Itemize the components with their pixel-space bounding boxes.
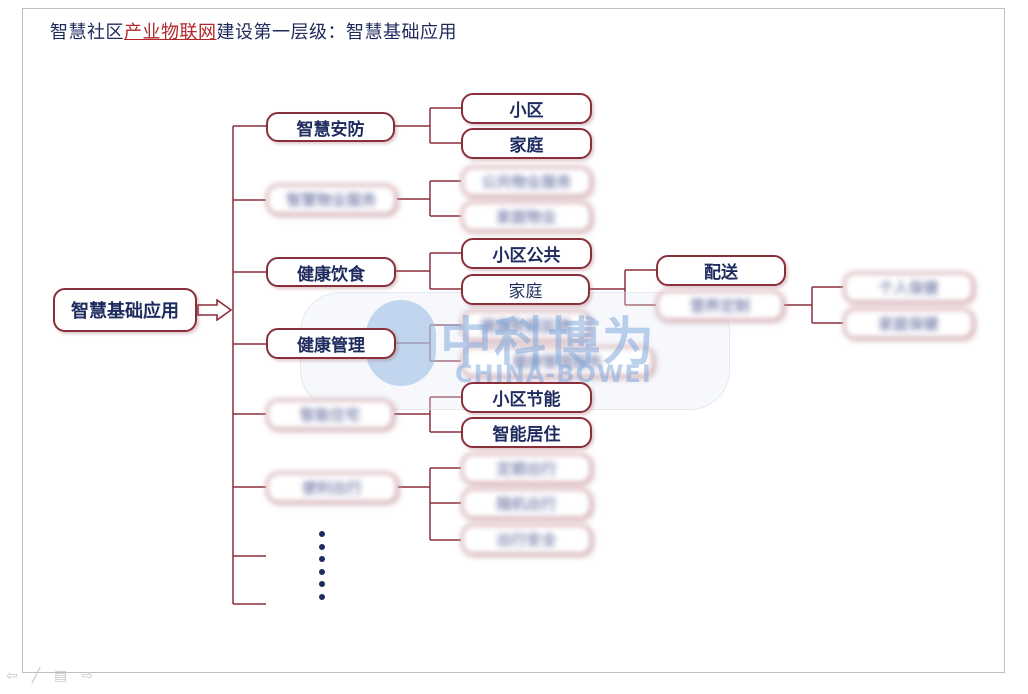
node-label: 家庭 bbox=[509, 136, 544, 156]
level4-node: 家庭保健 bbox=[843, 308, 974, 339]
level1-node: 智慧安防 bbox=[266, 112, 395, 142]
node-label: 健康管理服务 bbox=[512, 353, 603, 371]
node-label: 个人保健 bbox=[878, 279, 939, 297]
node-label: 健康饮食 bbox=[297, 264, 365, 285]
node-label: 小区节能 bbox=[492, 390, 561, 410]
node-label: 智慧物业服务 bbox=[286, 191, 377, 209]
level2-node: 家庭 bbox=[461, 128, 592, 159]
node-label: 智能住宅 bbox=[299, 406, 360, 424]
level2-node: 小区公共 bbox=[461, 238, 592, 269]
vertical-ellipsis-icon bbox=[319, 531, 327, 606]
hollow-right-arrow-icon bbox=[197, 299, 233, 321]
node-label: 家庭物业 bbox=[496, 208, 557, 226]
slide-frame bbox=[22, 8, 1005, 673]
node-label: 家庭保健 bbox=[878, 315, 939, 333]
title-part2: 建设第一层级：智慧基础应用 bbox=[216, 22, 457, 43]
root-node: 智慧基础应用 bbox=[53, 288, 197, 332]
node-label: 小区公共 bbox=[492, 246, 561, 266]
level2-node: 定期出行 bbox=[461, 453, 592, 484]
node-label: 营养定制 bbox=[689, 297, 750, 315]
watermark-en: CHINA-BOWEI bbox=[455, 360, 652, 388]
node-label: 智能居住 bbox=[492, 425, 561, 445]
root-node-label: 智慧基础应用 bbox=[71, 301, 179, 322]
level1-node: 智慧物业服务 bbox=[266, 184, 397, 215]
node-label: 智慧安防 bbox=[296, 119, 365, 140]
title-part1: 智慧社区 bbox=[50, 22, 124, 43]
level2-node: 随机出行 bbox=[461, 488, 592, 519]
title-highlight-link[interactable]: 产业物联网 bbox=[124, 22, 217, 43]
node-label: 定期出行 bbox=[496, 460, 557, 478]
level2-node: 小区节能 bbox=[461, 382, 592, 413]
next-slide-icon[interactable]: ⇨ bbox=[81, 668, 94, 684]
menu-icon[interactable]: ▤ bbox=[54, 668, 68, 684]
page-title: 智慧社区产业物联网建设第一层级：智慧基础应用 bbox=[50, 18, 457, 44]
node-label: 随机出行 bbox=[496, 495, 557, 513]
node-label: 小区 bbox=[509, 101, 544, 121]
node-label: 家庭 bbox=[508, 282, 543, 302]
watermark-cn: 中科博为 bbox=[440, 313, 657, 373]
node-label: 健康数据监测 bbox=[480, 317, 571, 335]
level1-node: 便利出行 bbox=[266, 472, 398, 503]
pen-icon[interactable]: ╱ bbox=[31, 668, 41, 684]
node-label: 出行安全 bbox=[496, 531, 557, 549]
level2-node: 出行安全 bbox=[461, 524, 592, 555]
level1-node: 健康饮食 bbox=[266, 257, 396, 287]
prev-slide-icon[interactable]: ⇦ bbox=[6, 668, 18, 684]
level2-node: 家庭 bbox=[461, 274, 590, 305]
node-label: 便利出行 bbox=[301, 479, 362, 497]
level2-node: 公共物业服务 bbox=[461, 166, 592, 197]
level4-node: 个人保健 bbox=[843, 272, 974, 303]
level3-node: 营养定制 bbox=[656, 290, 784, 321]
slide-nav: ⇦ ╱ ▤ ⇨ bbox=[6, 668, 107, 684]
level2-node: 智能居住 bbox=[461, 417, 592, 448]
level2-node: 家庭物业 bbox=[461, 201, 592, 232]
node-label: 健康管理 bbox=[297, 336, 365, 356]
level3-node: 配送 bbox=[656, 255, 786, 286]
node-label: 配送 bbox=[704, 263, 738, 283]
level1-node: 智能住宅 bbox=[266, 399, 394, 430]
level1-node: 健康管理 bbox=[266, 328, 396, 359]
level2-node: 健康数据监测 bbox=[461, 310, 590, 341]
level2-node: 小区 bbox=[461, 93, 592, 124]
level2-node: 健康管理服务 bbox=[461, 346, 654, 377]
node-label: 公共物业服务 bbox=[481, 173, 572, 191]
